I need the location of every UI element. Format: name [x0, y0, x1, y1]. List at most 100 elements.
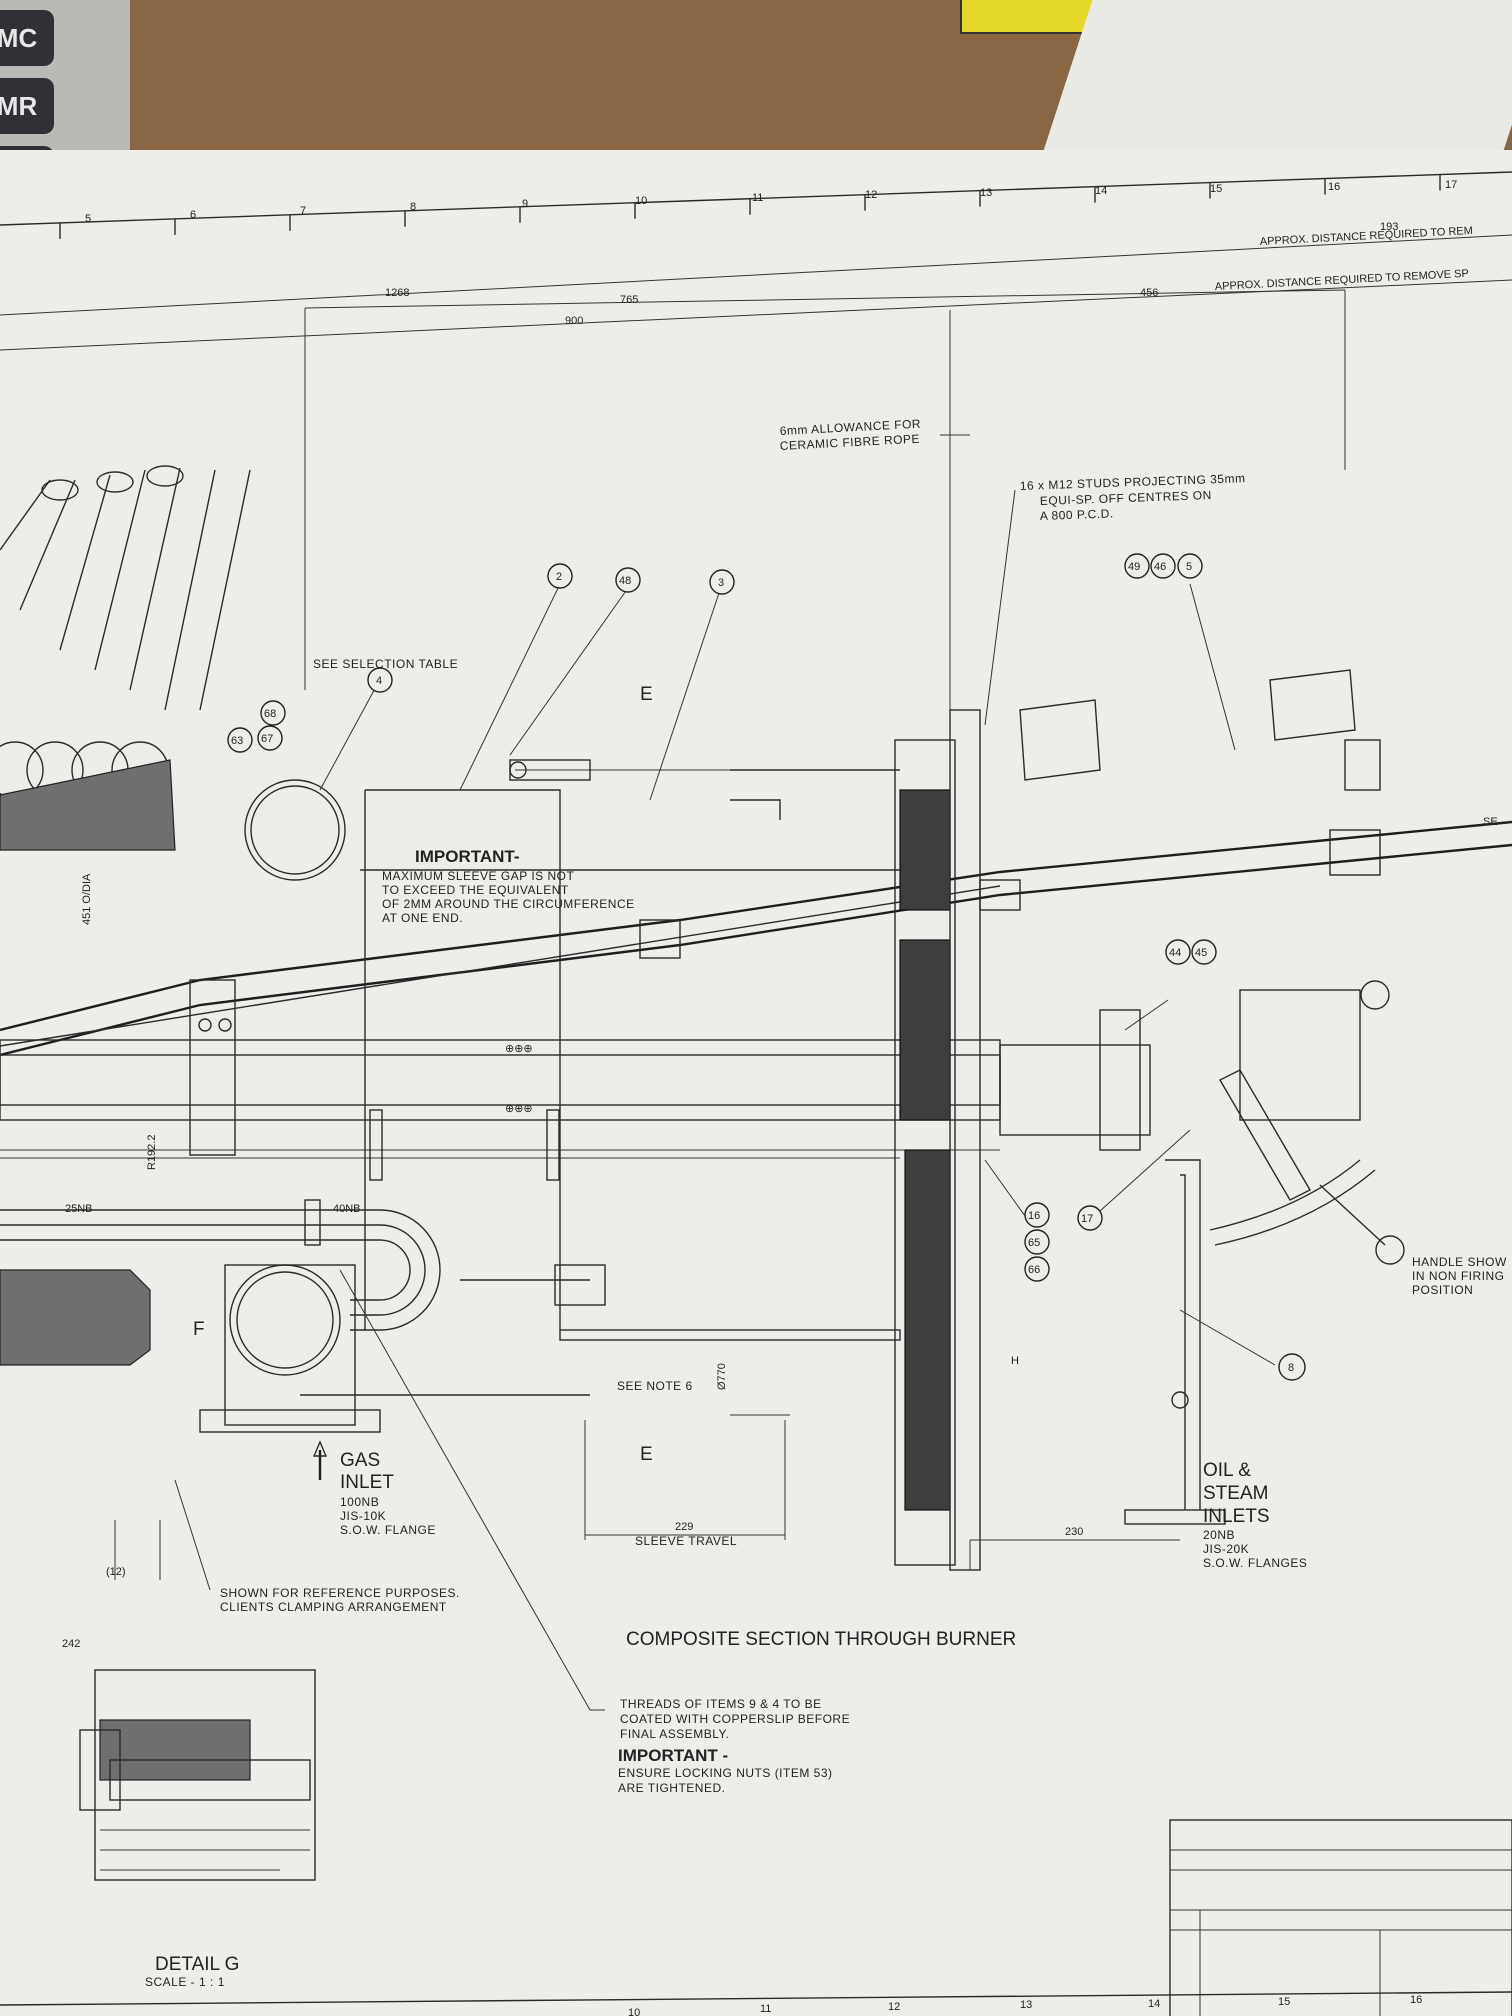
reference-note: CLIENTS CLAMPING ARRANGEMENT [220, 1600, 447, 1614]
gas-inlet-spec: S.O.W. FLANGE [340, 1523, 436, 1537]
important-note-2-body: ARE TIGHTENED. [618, 1781, 725, 1795]
pipe-25nb: 25NB [65, 1203, 93, 1215]
dim-456: 456 [1140, 287, 1158, 299]
leader-lines [174, 434, 1276, 1711]
balloon-65: 65 [1024, 1229, 1050, 1255]
bolt-symbol: ⊕⊕⊕ [505, 1043, 533, 1055]
svg-text:67: 67 [261, 733, 273, 745]
studs-note: EQUI-SP. OFF CENTRES ON [1040, 488, 1212, 508]
balloon-46: 46 [1150, 553, 1176, 579]
balloon-63: 63 [227, 727, 253, 753]
svg-text:3: 3 [718, 577, 724, 589]
ruler-label: 14 [1148, 1998, 1160, 2010]
refractory-wall [894, 709, 981, 1571]
dim-12: (12) [106, 1566, 126, 1578]
balloon-17: 17 [1077, 1205, 1103, 1231]
svg-text:49: 49 [1128, 561, 1140, 573]
svg-text:2: 2 [556, 571, 562, 583]
svg-text:17: 17 [1081, 1213, 1093, 1225]
balloon-5: 5 [1177, 553, 1203, 579]
detail-marker-f: F [193, 1319, 205, 1340]
section-marker-e: E [640, 684, 653, 705]
detail-g [79, 1669, 316, 1881]
ruler-label: 15 [1278, 1996, 1290, 2008]
studs-note: 16 x M12 STUDS PROJECTING 35mm [1020, 471, 1246, 493]
item-balloons: 2 48 3 4 68 63 67 49 46 5 44 45 16 65 66… [227, 553, 1306, 1381]
bolt-symbol: ⊕⊕⊕ [505, 1103, 533, 1115]
dim-900: 900 [565, 315, 583, 327]
dim-451-od: 451 O/DIA [81, 873, 93, 925]
dim-229: 229 [675, 1521, 693, 1533]
handle-note: HANDLE SHOW [1412, 1255, 1507, 1269]
sleeve-travel-label: SLEEVE TRAVEL [635, 1534, 737, 1548]
windbox [360, 759, 901, 1341]
important-note-2-title: IMPORTANT - [618, 1746, 728, 1765]
ruler-label: 10 [635, 195, 647, 207]
important-note-body: AT ONE END. [382, 911, 463, 925]
burner-section-drawing: 5 6 7 8 9 10 11 12 13 14 15 16 17 1268 A… [0, 171, 1512, 2016]
dim-193: 193 [1380, 221, 1398, 233]
ruler-label: 12 [865, 189, 877, 201]
handle-note: IN NON FIRING [1412, 1269, 1505, 1283]
pipe-40nb: 40NB [333, 1203, 361, 1215]
studs-note: A 800 P.C.D. [1040, 506, 1114, 523]
important-note-title: IMPORTANT- [415, 847, 520, 866]
ruler-label: 16 [1328, 181, 1340, 193]
important-note-body: TO EXCEED THE EQUIVALENT [382, 883, 569, 897]
gas-inlet-label: INLET [340, 1472, 394, 1493]
ruler-label: 13 [980, 187, 992, 199]
ruler-label: 11 [760, 2003, 771, 2015]
dim-770: Ø770 [716, 1363, 728, 1390]
balloon-67: 67 [257, 725, 283, 751]
bottom-ruler: 10 11 12 13 14 15 16 [0, 1991, 1512, 2016]
ruler-label: 8 [410, 201, 416, 213]
top-ruler: 5 6 7 8 9 10 11 12 13 14 15 16 17 [0, 171, 1512, 239]
oil-steam-label: STEAM [1203, 1483, 1268, 1504]
svg-text:44: 44 [1169, 947, 1181, 959]
see-note-6: SEE NOTE 6 [617, 1379, 693, 1393]
oil-steam-label: INLETS [1203, 1506, 1270, 1527]
ruler-label: 13 [1020, 1999, 1032, 2011]
dim-r192: R192.2 [146, 1135, 158, 1170]
ruler-label: 14 [1095, 185, 1107, 197]
detail-g-scale: SCALE - 1 : 1 [145, 1975, 225, 1989]
balloon-49: 49 [1124, 553, 1150, 579]
svg-text:48: 48 [619, 575, 631, 587]
drawing-sheet [0, 150, 1512, 2016]
gas-piping [0, 1199, 590, 1396]
svg-text:66: 66 [1028, 1264, 1040, 1276]
gas-inlet-spec: 100NB [340, 1495, 379, 1509]
balloon-8: 8 [1278, 1353, 1306, 1381]
balloon-3: 3 [709, 569, 735, 595]
svg-text:5: 5 [1186, 561, 1192, 573]
important-note-body: OF 2MM AROUND THE CIRCUMFERENCE [382, 897, 635, 911]
balloon-2: 2 [547, 563, 573, 589]
svg-text:63: 63 [231, 735, 243, 747]
ruler-label: 6 [190, 209, 196, 221]
title-block [1169, 1819, 1512, 2016]
balloon-4: 4 [367, 667, 393, 693]
svg-text:4: 4 [376, 675, 382, 687]
section-title: COMPOSITE SECTION THROUGH BURNER [626, 1629, 1016, 1650]
svg-text:16: 16 [1028, 1210, 1040, 1222]
see-note-right: SE [1483, 816, 1498, 828]
gas-inlet-arrow [312, 1440, 328, 1457]
calc-key-mc: MC [0, 10, 54, 66]
reference-note: SHOWN FOR REFERENCE PURPOSES. [220, 1586, 460, 1600]
svg-text:65: 65 [1028, 1237, 1040, 1249]
threads-note: COATED WITH COPPERSLIP BEFORE [620, 1712, 850, 1726]
section-marker-h: H [1011, 1355, 1019, 1367]
svg-text:8: 8 [1288, 1362, 1294, 1374]
selection-table-note: SEE SELECTION TABLE [313, 657, 458, 671]
oil-steam-spec: 20NB [1203, 1528, 1235, 1542]
approx-distance-note: APPROX. DISTANCE REQUIRED TO REMOVE SP [1215, 268, 1470, 293]
ruler-label: 5 [85, 213, 91, 225]
dim-230: 230 [1065, 1526, 1083, 1538]
dim-1268: 1268 [385, 287, 409, 299]
ruler-label: 7 [300, 205, 306, 217]
gas-inlet-spec: JIS-10K [340, 1509, 386, 1523]
handle-note: POSITION [1412, 1283, 1473, 1297]
lower-dimensions: 229 230 Ø770 (12) 451 O/DIA R192.2 25NB … [65, 873, 1180, 1580]
threads-note: FINAL ASSEMBLY. [620, 1727, 729, 1741]
ruler-label: 16 [1410, 1994, 1422, 2006]
